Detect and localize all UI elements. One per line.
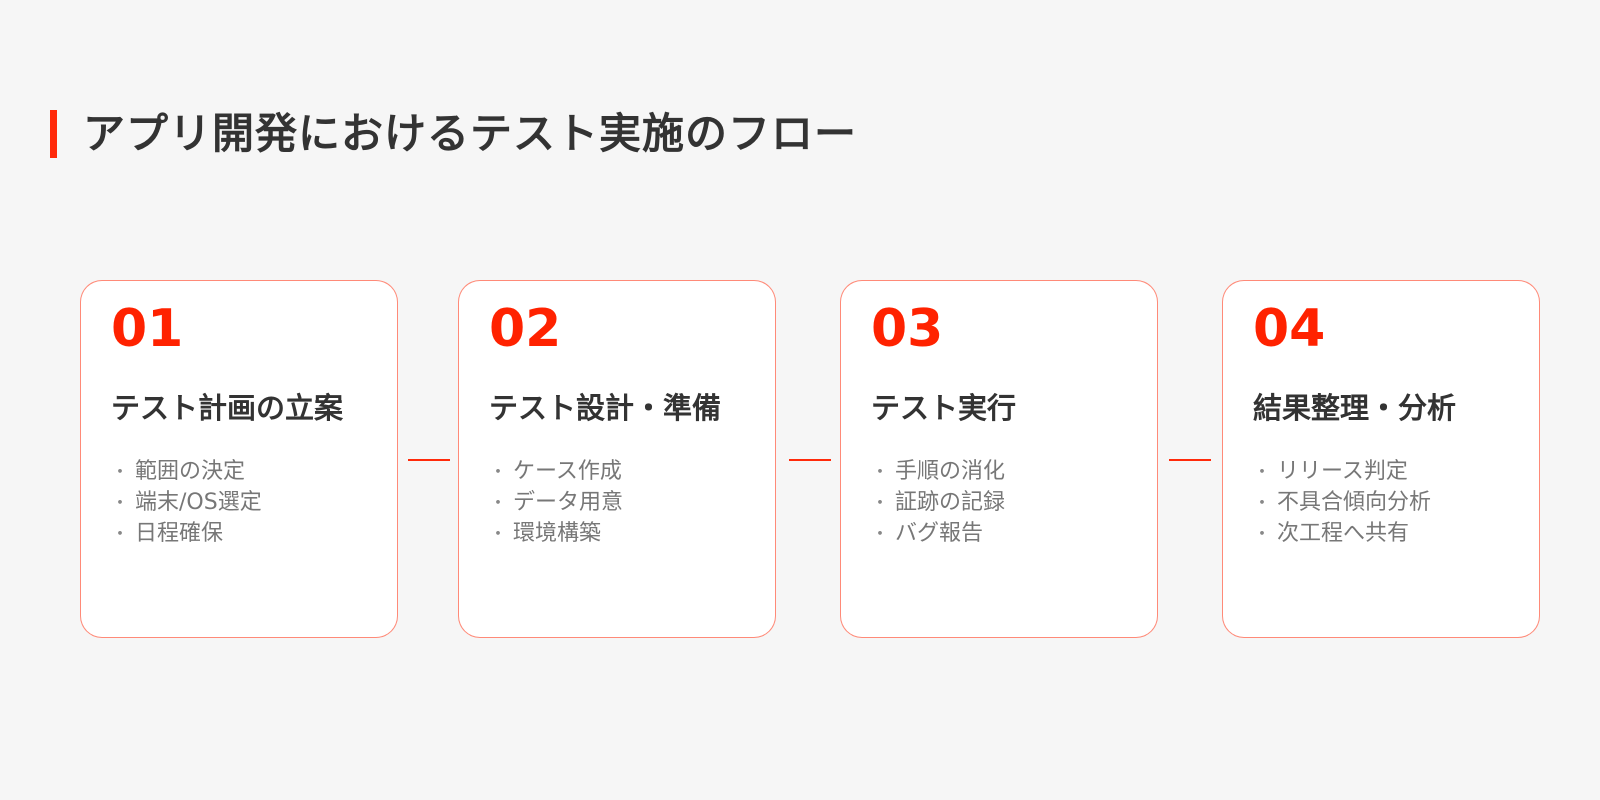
list-item: ・手順の消化 <box>871 459 1006 484</box>
bullet-icon: ・ <box>1253 462 1271 483</box>
list-item: ・範囲の決定 <box>111 459 246 484</box>
bullet-icon: ・ <box>871 462 889 483</box>
title-accent-bar <box>50 110 57 158</box>
step-card-03: 03 テスト実行 ・手順の消化 ・証跡の記録 ・バグ報告 <box>840 280 1158 638</box>
bullet-icon: ・ <box>1253 524 1271 545</box>
bullet-icon: ・ <box>111 524 129 545</box>
bullet-icon: ・ <box>111 493 129 514</box>
step-items: ・手順の消化 ・証跡の記録 ・バグ報告 <box>871 457 1005 550</box>
step-number: 01 <box>111 299 184 359</box>
list-item: ・リリース判定 <box>1253 459 1408 484</box>
step-title: テスト実行 <box>871 391 1017 425</box>
bullet-icon: ・ <box>489 462 507 483</box>
connector-line-3-4 <box>1169 459 1211 461</box>
step-card-01: 01 テスト計画の立案 ・範囲の決定 ・端末/OS選定 ・日程確保 <box>80 280 398 638</box>
list-item: ・環境構築 <box>489 521 602 546</box>
step-number: 02 <box>489 299 562 359</box>
list-item: ・ケース作成 <box>489 459 622 484</box>
step-items: ・ケース作成 ・データ用意 ・環境構築 <box>489 457 623 550</box>
connector-line-1-2 <box>408 459 450 461</box>
bullet-icon: ・ <box>871 524 889 545</box>
step-title: テスト計画の立案 <box>111 391 344 425</box>
list-item: ・データ用意 <box>489 490 624 515</box>
bullet-icon: ・ <box>489 524 507 545</box>
list-item: ・次工程へ共有 <box>1253 521 1410 546</box>
list-item: ・端末/OS選定 <box>111 490 262 515</box>
page-title: アプリ開発におけるテスト実施のフロー <box>83 109 858 158</box>
step-number: 03 <box>871 299 944 359</box>
list-item: ・不具合傾向分析 <box>1253 490 1432 515</box>
step-title: テスト設計・準備 <box>489 391 722 425</box>
step-title: 結果整理・分析 <box>1253 391 1457 425</box>
step-card-04: 04 結果整理・分析 ・リリース判定 ・不具合傾向分析 ・次工程へ共有 <box>1222 280 1540 638</box>
step-number: 04 <box>1253 299 1326 359</box>
step-items: ・範囲の決定 ・端末/OS選定 ・日程確保 <box>111 457 262 550</box>
bullet-icon: ・ <box>1253 493 1271 514</box>
step-card-02: 02 テスト設計・準備 ・ケース作成 ・データ用意 ・環境構築 <box>458 280 776 638</box>
list-item: ・日程確保 <box>111 521 224 546</box>
connector-line-2-3 <box>789 459 831 461</box>
step-items: ・リリース判定 ・不具合傾向分析 ・次工程へ共有 <box>1253 457 1431 550</box>
list-item: ・証跡の記録 <box>871 490 1006 515</box>
bullet-icon: ・ <box>871 493 889 514</box>
bullet-icon: ・ <box>489 493 507 514</box>
bullet-icon: ・ <box>111 462 129 483</box>
list-item: ・バグ報告 <box>871 521 984 546</box>
page-header: アプリ開発におけるテスト実施のフロー <box>50 110 857 158</box>
